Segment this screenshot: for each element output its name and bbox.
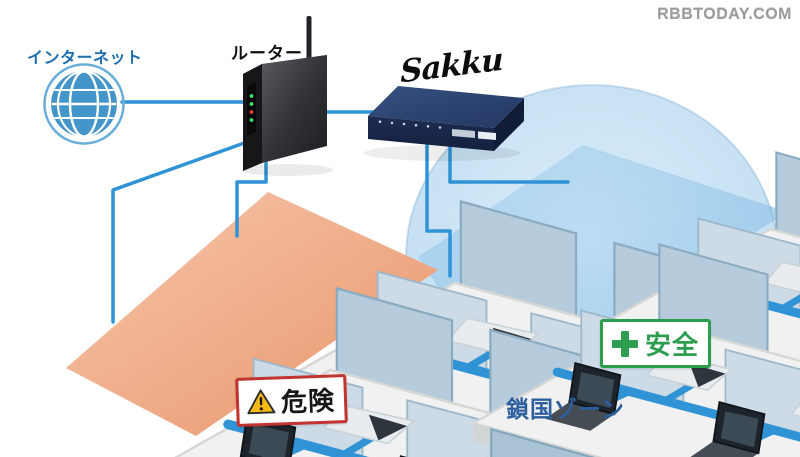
green-cross-icon	[612, 330, 638, 357]
safe-badge-label: 安全	[645, 330, 700, 360]
appliance-device	[364, 86, 524, 161]
appliance-port-leds	[378, 120, 442, 129]
watermark: RBBTODAY.COM	[657, 6, 792, 23]
danger-zone-floor	[66, 192, 438, 436]
cable-router-danger-cluster-1	[235, 150, 268, 238]
router-label: ルーター	[231, 44, 303, 63]
safe-badge: 安全	[600, 319, 712, 368]
cable-router-danger-cluster-2	[111, 140, 249, 324]
sakoku-zone-label: 鎖国ゾーン	[506, 396, 625, 422]
danger-badge-label: 危険	[280, 385, 336, 418]
router-status-leds	[249, 94, 254, 122]
router-device	[241, 16, 333, 176]
internet-label: インターネット	[27, 50, 143, 67]
internet-globe-icon	[43, 63, 125, 145]
router-antenna	[306, 16, 312, 60]
warning-triangle-icon	[247, 389, 276, 415]
network-cables	[111, 100, 570, 324]
cable-appliance-safe-cluster-2	[448, 142, 570, 184]
danger-badge: 危険	[235, 374, 348, 427]
cable-appliance-safe-cluster-1	[425, 140, 452, 278]
